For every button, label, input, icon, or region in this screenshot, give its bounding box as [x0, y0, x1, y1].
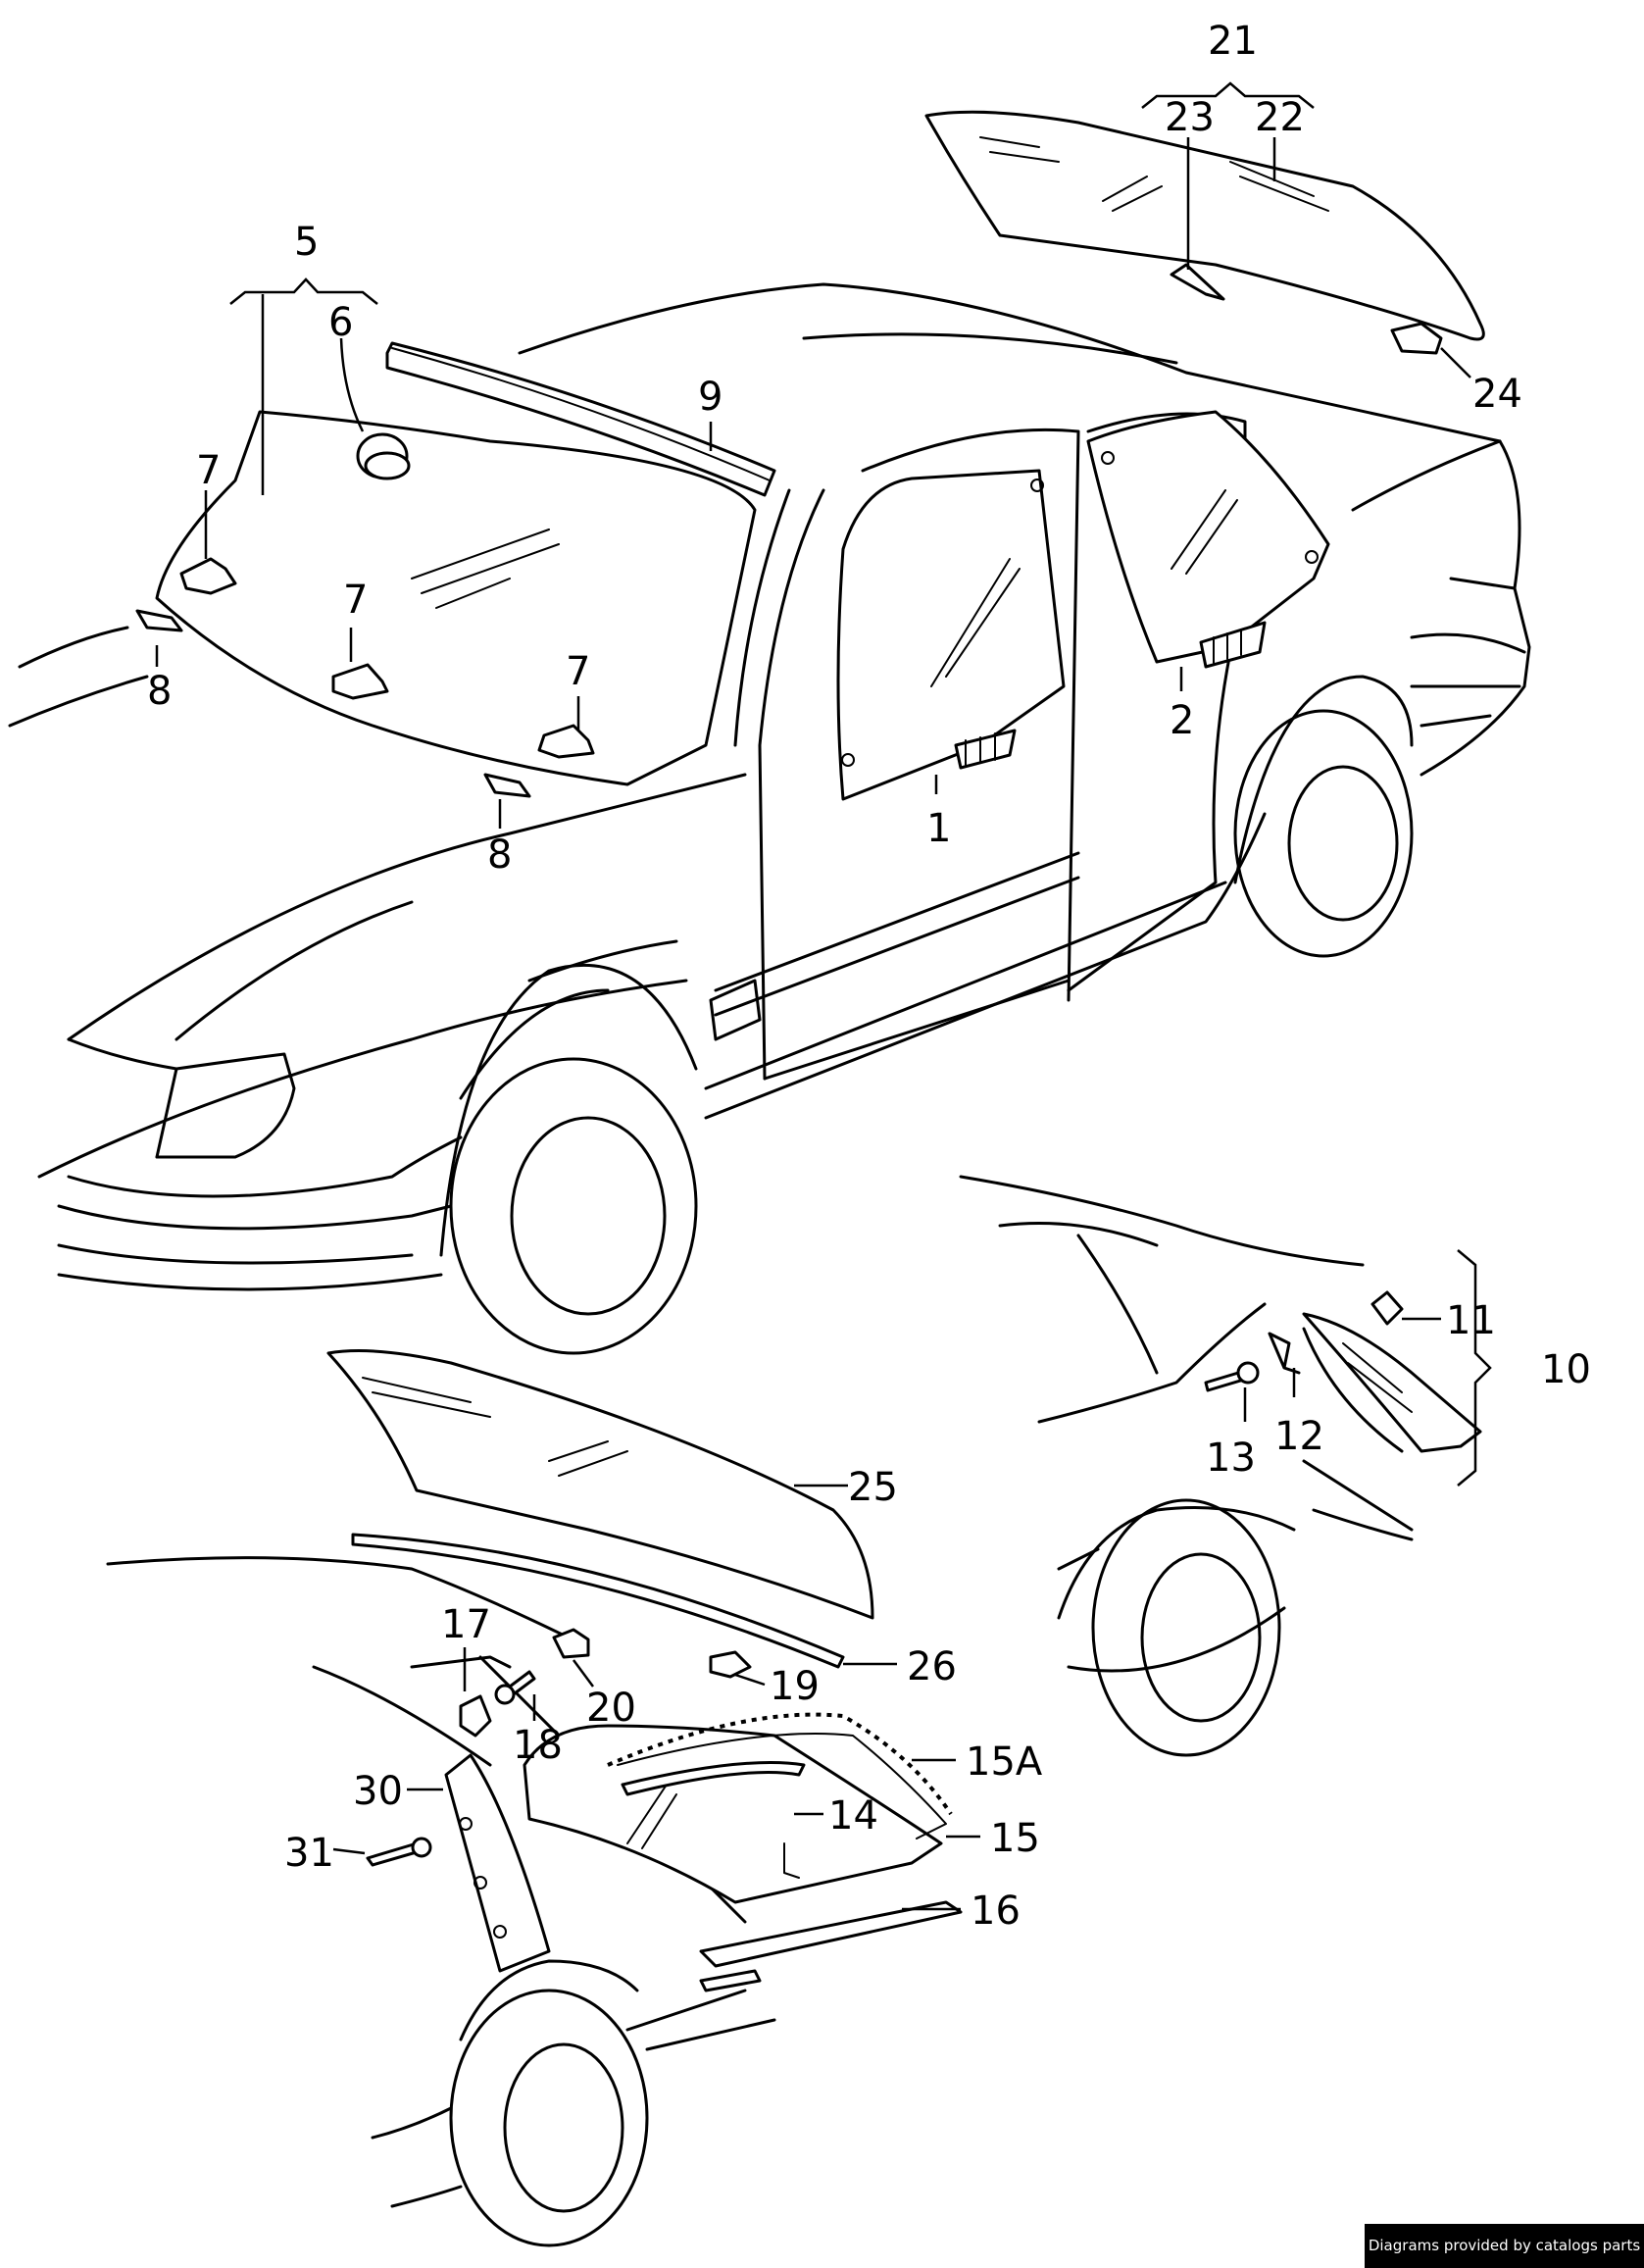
callout-14: 14	[828, 1793, 878, 1839]
callout-15: 15	[990, 1816, 1040, 1861]
spacers	[135, 609, 531, 798]
callout-7: 7	[343, 578, 368, 623]
callout-7: 7	[566, 649, 590, 694]
support-blocks	[179, 557, 595, 759]
callout-17: 17	[441, 1602, 491, 1647]
callout-23: 23	[1165, 95, 1215, 140]
rear-door-window	[1086, 410, 1330, 669]
callout-6: 6	[328, 300, 353, 345]
callout-31: 31	[284, 1831, 334, 1876]
callout-13: 13	[1206, 1436, 1256, 1481]
windshield-upper-trim	[385, 341, 776, 497]
callout-19: 19	[770, 1664, 820, 1709]
mirror-base	[356, 432, 411, 480]
callout-1: 1	[926, 806, 951, 851]
callout-26: 26	[907, 1644, 957, 1689]
callout-9: 9	[698, 375, 722, 420]
windshield	[155, 410, 757, 786]
callout-8: 8	[147, 669, 172, 714]
callout-24: 24	[1472, 372, 1522, 417]
callout-12: 12	[1274, 1414, 1324, 1459]
callout-15A: 15A	[966, 1739, 1043, 1785]
credit-badge: Diagrams provided by catalogs parts	[1365, 2224, 1644, 2268]
callout-30: 30	[353, 1769, 403, 1814]
rear-window-spacer	[1390, 322, 1443, 355]
rear-window	[924, 110, 1485, 341]
leader-lines	[155, 81, 1492, 1911]
callout-labels: 5 6 7 7 7 8 8 9 1 2 21 23 22 24 11 10 12…	[147, 19, 1591, 1934]
callout-25: 25	[848, 1465, 898, 1510]
callout-5: 5	[294, 220, 319, 265]
callout-8: 8	[487, 832, 512, 878]
callout-2: 2	[1170, 698, 1194, 743]
rear-quarter-detail	[959, 1175, 1482, 1757]
front-door-window	[836, 469, 1066, 801]
callout-18: 18	[513, 1723, 563, 1768]
car-body-main	[8, 282, 1531, 1355]
callout-21: 21	[1208, 19, 1258, 64]
callout-11: 11	[1446, 1298, 1496, 1343]
callout-20: 20	[586, 1686, 636, 1731]
callout-7: 7	[196, 448, 221, 493]
lower-detail	[106, 1349, 963, 2247]
callout-10: 10	[1541, 1347, 1591, 1392]
callout-16: 16	[971, 1889, 1021, 1934]
callout-22: 22	[1255, 95, 1305, 140]
